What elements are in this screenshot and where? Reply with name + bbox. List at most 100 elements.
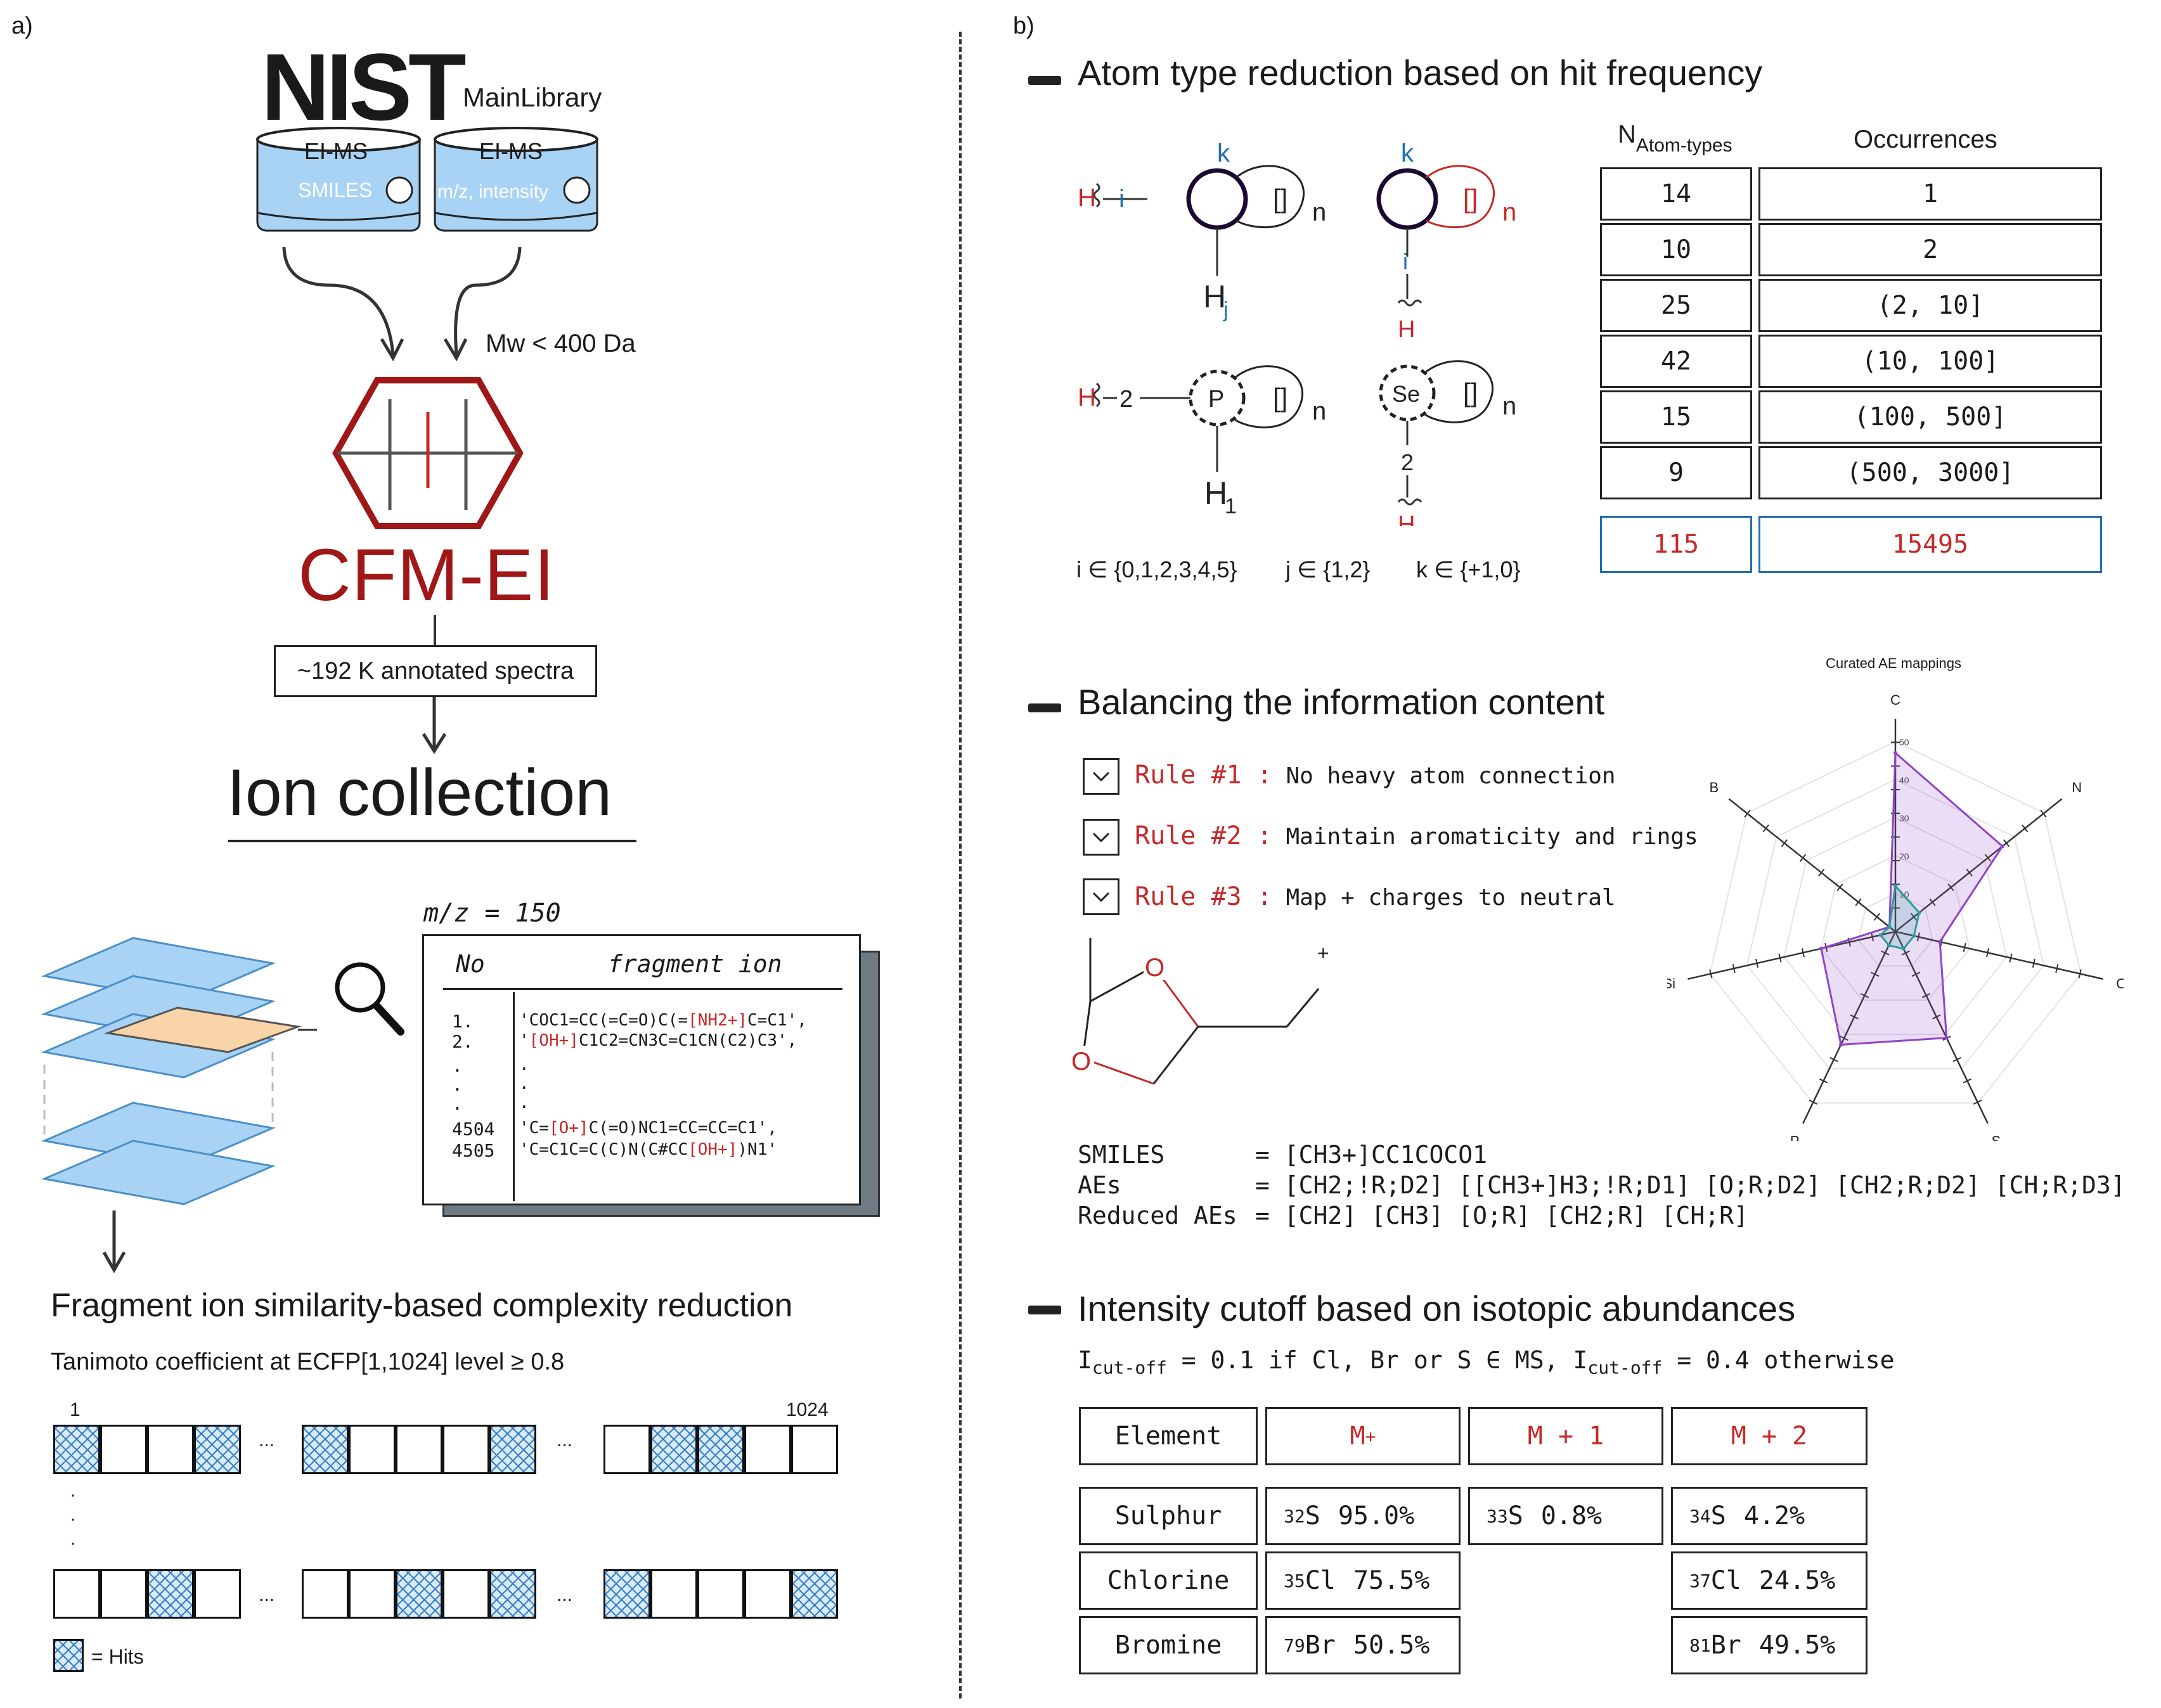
radar-axis-tick <box>1871 932 1874 942</box>
rule1-num: Rule #1 : <box>1135 761 1272 790</box>
rule1-checkbox[interactable] <box>1083 758 1119 795</box>
smiles-value: = [CH3+]CC1COCO1 <box>1255 1141 1488 1169</box>
radar-axis-label: B <box>1710 780 1719 795</box>
radar-series-point <box>1893 751 1897 755</box>
db-right-body: m/z, intensity <box>437 181 549 202</box>
atom-count-cell: 9 <box>1600 446 1752 499</box>
fingerprint-bit <box>349 1425 396 1474</box>
radar-grid-ring <box>1709 740 2082 1104</box>
ion-collection-underline <box>228 840 636 842</box>
atom-count-cell: 14 <box>1600 167 1752 221</box>
radar-tick-label: 40 <box>1899 775 1909 785</box>
radar-axis-tick <box>1836 883 1843 892</box>
database-cylinders <box>256 127 598 232</box>
radar-axis-tick <box>1916 932 1920 942</box>
fingerprint-bit <box>147 1425 194 1474</box>
fingerprint-bit <box>697 1569 744 1619</box>
isotope-mass: 37 <box>1689 1570 1711 1591</box>
bracket-bl: [] <box>1273 383 1287 413</box>
fragment-smiles-post: )N1' <box>737 1140 778 1159</box>
fingerprint-bit <box>349 1569 396 1619</box>
intensity-formula: Icut-off = 0.1 if Cl, Br or S ∈ MS, Icut… <box>1078 1346 1894 1378</box>
radar-axis-line <box>1894 931 1989 1124</box>
radar-series-point <box>1819 946 1824 951</box>
header-element: Element <box>1079 1407 1258 1465</box>
magnifier-icon[interactable] <box>330 957 406 1039</box>
fragment-section-title: Fragment ion similarity-based complexity… <box>51 1287 793 1324</box>
radar-title: Curated AE mappings <box>1826 655 1962 671</box>
occurrence-cell: 2 <box>1758 223 2102 276</box>
isotope-symbol: S <box>1710 1501 1726 1531</box>
radar-axis-tick <box>1829 1056 1838 1062</box>
radar-axis-line <box>1687 930 1896 980</box>
radar-grid-ring <box>1783 816 2008 1036</box>
header-n-main: N <box>1618 120 1636 148</box>
mz-label: m/z = 150 <box>423 899 561 928</box>
radar-series-point <box>1887 943 1891 947</box>
nist-logo: NIST <box>261 34 467 140</box>
k-tl: k <box>1217 139 1230 167</box>
isotope-mass: 79 <box>1284 1634 1305 1656</box>
oxygen-2: O <box>1071 1048 1091 1076</box>
table-col-rule <box>513 992 515 1201</box>
radar-tick-label: 30 <box>1899 813 1909 823</box>
col-fragment-header: fragment ion <box>608 950 782 978</box>
i-tl: i <box>1119 185 1125 213</box>
radar-axis-label: S <box>1991 1133 2001 1141</box>
radar-axis-tick <box>1881 950 1890 956</box>
radar-axis-tick <box>2040 809 2047 818</box>
fragment-row-no: 4504 <box>452 1119 495 1140</box>
radar-series-point <box>1917 911 1921 915</box>
rule2-checkbox[interactable] <box>1083 819 1119 856</box>
header-n-sub: Atom-types <box>1635 135 1732 156</box>
section2-title: Balancing the information content <box>1078 682 1605 722</box>
smiles-key: Reduced AEs <box>1078 1202 1237 1230</box>
connector-line <box>434 615 436 646</box>
radar-axis-tick <box>1809 1100 1818 1105</box>
radar-series-point <box>1912 934 1916 938</box>
fingerprint-bit <box>100 1425 147 1474</box>
panel-a-label: a) <box>11 13 33 39</box>
radar-series-point <box>1902 947 1906 951</box>
ellipsis-2: ... <box>557 1430 573 1451</box>
radar-axis-tick <box>1744 809 1751 818</box>
fragment-row-smiles: 'COC1=CC(=C=O)C(=[NH2+]C=C1', <box>519 1011 807 1030</box>
fragment-row-smiles: . <box>519 1074 529 1093</box>
isotope-abundance: 95.0% <box>1338 1501 1415 1531</box>
h-tl: H <box>1078 184 1096 212</box>
fragment-row-smiles: 'C=[O+]C(=O)NC1=CC=CC=C1', <box>519 1119 777 1138</box>
cfm-hexagon-icon <box>332 377 524 529</box>
radar-axis-line <box>1728 798 1896 932</box>
radar-axis-tick <box>1755 958 1759 968</box>
fragment-row-no: 2. <box>452 1031 474 1052</box>
fingerprint-bit-hit <box>53 1425 100 1474</box>
tanimoto-label: Tanimoto coefficient at ECFP[1,1024] lev… <box>51 1349 565 1375</box>
fingerprint-bit-hit <box>650 1425 697 1474</box>
isotope-mass: 35 <box>1284 1570 1305 1591</box>
rule2-text: Maintain aromaticity and rings <box>1286 824 1698 850</box>
formula-sub-1: cut-off <box>1092 1357 1167 1378</box>
fingerprint-bit-hit <box>791 1569 838 1619</box>
radar-axis-tick <box>1984 854 1992 862</box>
domain-i: i ∈ {0,1,2,3,4,5} <box>1076 556 1237 582</box>
fingerprint-bit <box>603 1425 650 1474</box>
radar-grid-ring <box>1746 778 2045 1070</box>
bracket-tl: [] <box>1273 184 1287 214</box>
cfm-ei-label: CFM-EI <box>298 534 555 616</box>
vertical-ellipsis: ··· <box>70 1484 76 1553</box>
j-tl: j <box>1223 298 1229 322</box>
radar-series-area <box>1879 883 1921 950</box>
element-name: Sulphur <box>1079 1487 1258 1545</box>
ion-layers-icon <box>41 937 317 1205</box>
fingerprint-bit <box>791 1425 838 1474</box>
header-m-text: M <box>1350 1422 1365 1451</box>
rule3-num: Rule #3 : <box>1135 882 1272 911</box>
domain-k: k ∈ {+1,0} <box>1416 556 1521 582</box>
rule3-checkbox[interactable] <box>1083 878 1119 915</box>
radar-axis-line <box>1895 930 2103 980</box>
two-bl: 2 <box>1119 386 1133 413</box>
atom-count-cell: 10 <box>1600 223 1752 276</box>
fragment-row-no: . <box>452 1055 463 1076</box>
